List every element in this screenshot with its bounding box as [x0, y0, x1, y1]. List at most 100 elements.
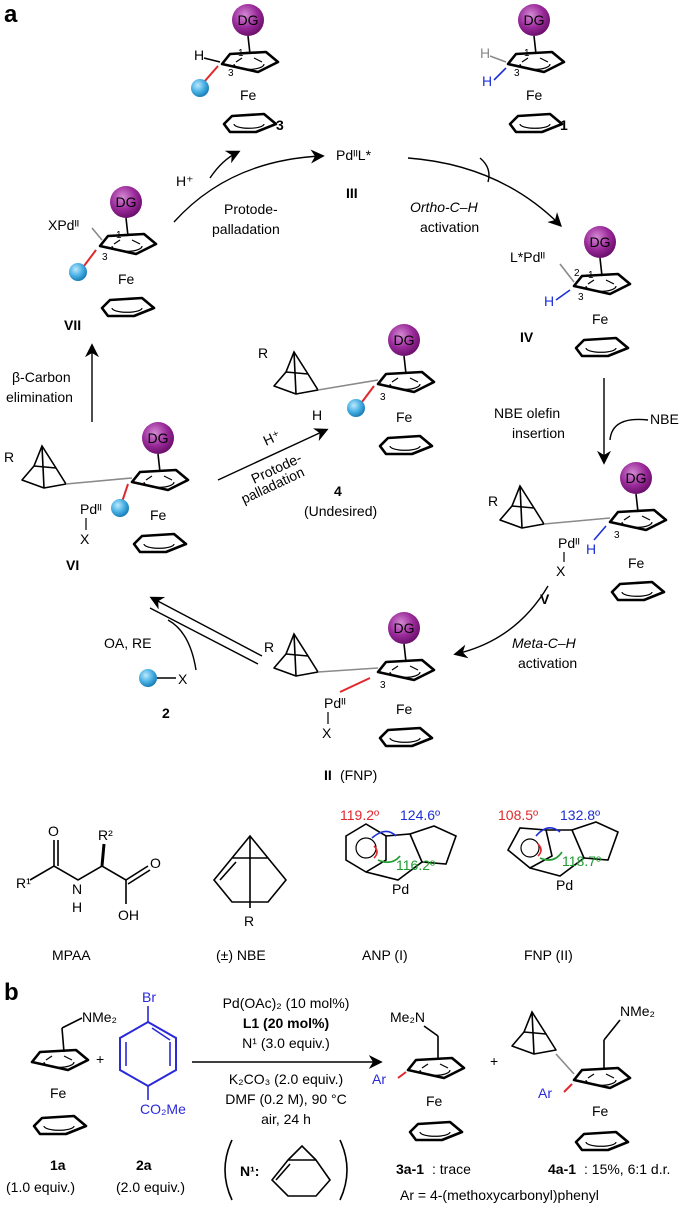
compound-IV: DG 1 2 3 L*Pdᴵᴵ H Fe IV	[510, 226, 632, 358]
svg-text:ANP (I): ANP (I)	[362, 947, 408, 963]
svg-text:elimination: elimination	[6, 389, 73, 405]
svg-text:Fe: Fe	[426, 1093, 443, 1109]
svg-text:palladation: palladation	[212, 221, 280, 237]
panel-b-label: b	[4, 979, 19, 1006]
svg-text:116.2º: 116.2º	[396, 857, 435, 873]
svg-text:L*Pdᴵᴵ: L*Pdᴵᴵ	[510, 249, 545, 265]
svg-text:XPdᴵᴵ: XPdᴵᴵ	[48, 217, 79, 233]
svg-text:DMF (0.2 M), 90 °C: DMF (0.2 M), 90 °C	[225, 1091, 347, 1107]
svg-text:3: 3	[228, 68, 234, 79]
svg-text:IV: IV	[520, 329, 534, 345]
svg-text:R: R	[4, 449, 14, 465]
svg-text:Me₂N: Me₂N	[390, 1009, 425, 1025]
svg-text:124.6º: 124.6º	[400, 807, 440, 823]
svg-text:X: X	[556, 563, 566, 579]
svg-text:Pdᴵᴵ: Pdᴵᴵ	[80, 501, 102, 517]
svg-text:Fe: Fe	[526, 87, 543, 103]
svg-text:R¹: R¹	[16, 875, 31, 891]
arrow-meta	[453, 585, 549, 659]
svg-text:(1.0 equiv.): (1.0 equiv.)	[6, 1179, 75, 1195]
svg-text:DG: DG	[394, 620, 415, 636]
svg-text:4: 4	[334, 483, 342, 499]
svg-text:R: R	[258, 345, 268, 361]
svg-text:118.7º: 118.7º	[562, 853, 601, 869]
svg-text:2: 2	[162, 705, 170, 721]
arrow-protode	[173, 149, 325, 223]
arrow-ortho	[407, 157, 562, 227]
svg-text:N: N	[72, 881, 82, 897]
svg-text:Protode-: Protode-	[224, 201, 278, 217]
svg-text:H: H	[480, 45, 490, 61]
svg-text:(2.0 equiv.): (2.0 equiv.)	[116, 1179, 185, 1195]
svg-text:Fe: Fe	[628, 555, 645, 571]
svg-text:3: 3	[614, 530, 620, 541]
svg-text:1: 1	[238, 48, 244, 59]
svg-text:(Undesired): (Undesired)	[304, 503, 377, 519]
svg-text:H: H	[72, 899, 82, 915]
svg-text:: 15%, 6:1 d.r.: : 15%, 6:1 d.r.	[584, 1161, 670, 1177]
svg-text:β-Carbon: β-Carbon	[12, 369, 71, 385]
svg-text:Fe: Fe	[150, 507, 167, 523]
svg-text:II: II	[324, 767, 332, 783]
svg-text:CO₂Me: CO₂Me	[140, 1101, 186, 1117]
svg-text:K₂CO₃ (2.0 equiv.): K₂CO₃ (2.0 equiv.)	[229, 1071, 343, 1087]
anp-structure: Pd 119.2º 124.6º 116.2º ANP (I)	[340, 807, 458, 963]
svg-text:Fe: Fe	[592, 311, 609, 327]
catalyst-label: PdᴵᴵL*	[336, 147, 372, 163]
svg-text:L1 (20 mol%): L1 (20 mol%)	[243, 1015, 329, 1031]
compound-V: DG 3 H R Pdᴵᴵ X Fe V	[488, 462, 668, 607]
svg-text:Pd(OAc)₂ (10 mol%): Pd(OAc)₂ (10 mol%)	[223, 995, 350, 1011]
svg-text:(±) NBE: (±) NBE	[216, 947, 266, 963]
svg-text:X: X	[178, 671, 188, 687]
svg-text:VII: VII	[64, 317, 81, 333]
svg-text:activation: activation	[518, 655, 577, 671]
svg-text:Fe: Fe	[592, 1103, 609, 1119]
compound-2a: Br CO₂Me 2a (2.0 equiv.)	[116, 989, 186, 1195]
svg-text:MPAA: MPAA	[52, 947, 91, 963]
svg-text:H: H	[586, 541, 596, 557]
svg-text:DG: DG	[524, 12, 545, 28]
svg-text:H⁺: H⁺	[261, 427, 284, 449]
arrow-side	[217, 428, 329, 481]
compound-II: DG 3 R Pdᴵᴵ X Fe II (FNP)	[264, 612, 436, 783]
compound-2: X 2	[139, 669, 188, 721]
svg-text:OA, RE: OA, RE	[104, 635, 151, 651]
svg-text:+: +	[96, 1051, 104, 1067]
svg-text:Pd: Pd	[392, 881, 409, 897]
nbe-structure: R (±) NBE	[212, 834, 288, 963]
svg-text:H: H	[312, 407, 322, 423]
svg-text:Fe: Fe	[50, 1085, 67, 1101]
svg-text:2a: 2a	[136, 1157, 152, 1173]
svg-text:O: O	[48, 823, 59, 839]
svg-text:Fe: Fe	[118, 271, 135, 287]
svg-text:DG: DG	[394, 332, 415, 348]
aryl-ball	[191, 79, 209, 97]
svg-text:R²: R²	[98, 827, 113, 843]
svg-text:Pd: Pd	[556, 877, 573, 893]
svg-text:NMe₂: NMe₂	[82, 1009, 117, 1025]
svg-text:NBE: NBE	[650, 411, 679, 427]
compound-1: DG 1 3 H H Fe 1	[480, 4, 568, 134]
svg-text:3: 3	[514, 68, 520, 79]
svg-text:1: 1	[116, 230, 122, 241]
svg-text:X: X	[80, 531, 90, 547]
compound-3: DG 1 3 H Fe 3	[191, 4, 284, 134]
panel-a-label: a	[4, 1, 18, 28]
svg-text:R: R	[488, 493, 498, 509]
compound-VII: DG 1 3 XPdᴵᴵ Fe VII	[48, 186, 158, 333]
catalyst-id: III	[346, 185, 358, 201]
svg-text:3: 3	[380, 680, 386, 691]
svg-text:V: V	[540, 591, 550, 607]
svg-text:1: 1	[588, 270, 594, 281]
compound-4: DG 3 R H Fe 4 (Undesired)	[258, 324, 436, 519]
svg-text:(FNP): (FNP)	[340, 767, 377, 783]
svg-text:R: R	[264, 639, 274, 655]
svg-text:N¹:: N¹:	[240, 1163, 259, 1179]
svg-text:VI: VI	[66, 557, 79, 573]
svg-text:132.8º: 132.8º	[560, 807, 600, 823]
fnp-structure: Pd 108.5º 132.8º 118.7º FNP (II)	[498, 807, 620, 963]
svg-text:Fe: Fe	[396, 409, 413, 425]
svg-text:O: O	[150, 855, 161, 871]
svg-text:1: 1	[560, 117, 568, 133]
